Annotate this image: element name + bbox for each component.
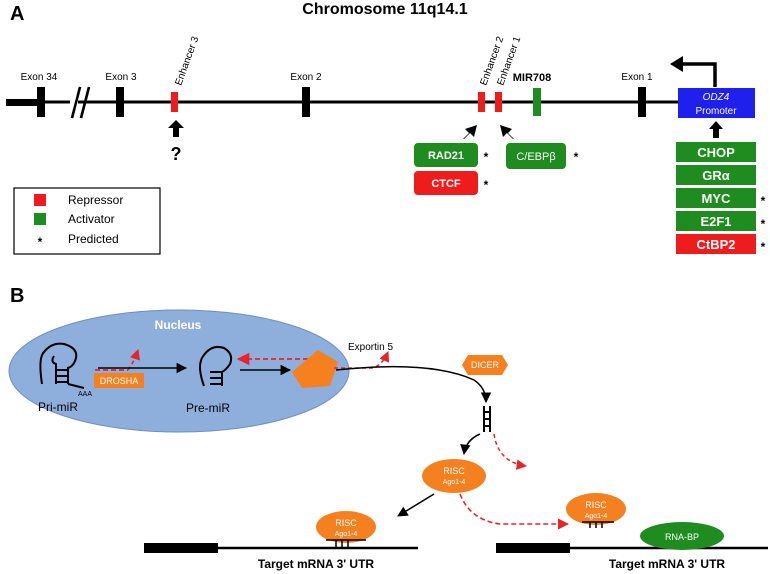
promoter-gene-label: ODZ4 bbox=[703, 92, 730, 103]
nucleus-label: Nucleus bbox=[155, 318, 202, 332]
risc-center-label: RISC bbox=[443, 466, 465, 476]
enhancer-2-arrow bbox=[463, 125, 477, 139]
factor-cebpb-star: * bbox=[574, 150, 579, 164]
legend: Repressor Activator * Predicted bbox=[13, 187, 161, 255]
risc-to-left-target-arrow bbox=[397, 493, 435, 517]
exon-2-block bbox=[302, 87, 310, 117]
risc-left-ago: Ago1-4 bbox=[335, 531, 358, 538]
mirna-duplex bbox=[483, 406, 491, 432]
factor-chop: CHOP bbox=[676, 142, 756, 162]
factor-cebpb-label: C/EBPβ bbox=[516, 151, 555, 163]
factor-ctbp2-star: * bbox=[761, 240, 766, 254]
legend-activator-swatch bbox=[34, 213, 46, 225]
enhancer-1-block bbox=[495, 92, 502, 112]
enhancer-3-block bbox=[171, 92, 178, 112]
exportin-5 bbox=[292, 350, 338, 388]
risc-center-ago: Ago1-4 bbox=[443, 479, 466, 486]
exon-34-label: Exon 34 bbox=[21, 72, 58, 83]
exon-3-label: Exon 3 bbox=[105, 72, 137, 83]
rna-bp bbox=[640, 522, 724, 550]
exportin-label: Exportin 5 bbox=[348, 342, 393, 353]
pre-mir-label: Pre-miR bbox=[186, 401, 230, 415]
exon-2-label: Exon 2 bbox=[290, 72, 322, 83]
exon-3-block bbox=[116, 87, 124, 117]
mir708-block bbox=[533, 88, 541, 116]
legend-predicted-label: Predicted bbox=[68, 232, 119, 246]
panel-b-label: B bbox=[10, 285, 24, 307]
risc-to-right-target-dashed bbox=[459, 493, 570, 530]
pri-mir-label: Pri-miR bbox=[38, 400, 78, 414]
factor-myc-star: * bbox=[761, 194, 766, 208]
exon-34-block bbox=[37, 87, 45, 117]
factor-gra-label: GRα bbox=[702, 168, 730, 183]
factor-cebpb: C/EBPβ * bbox=[506, 143, 579, 169]
factor-e2f1-star: * bbox=[761, 217, 766, 231]
factor-rad21-star: * bbox=[484, 150, 489, 164]
aaa-label: AAA bbox=[78, 391, 92, 398]
right-target-label: Target mRNA 3' UTR bbox=[609, 557, 726, 571]
panel-a-label: A bbox=[10, 3, 24, 25]
enhancer-2-block bbox=[478, 92, 485, 112]
factor-ctcf: CTCF * bbox=[414, 171, 489, 195]
drosha bbox=[94, 373, 144, 388]
risc-right-label: RISC bbox=[585, 500, 607, 510]
pri-mir-hairpin bbox=[39, 342, 85, 389]
risc-left-label: RISC bbox=[335, 518, 357, 528]
factor-e2f1-label: E2F1 bbox=[700, 214, 731, 229]
enhancer-3-label: Enhancer 3 bbox=[173, 35, 201, 87]
mir708-label: MIR708 bbox=[513, 72, 552, 84]
risc-left-binding-ticks bbox=[326, 539, 366, 547]
risc-right-binding-ticks bbox=[582, 521, 614, 528]
exon-1-label: Exon 1 bbox=[621, 72, 653, 83]
factor-ctbp2-label: CtBP2 bbox=[696, 237, 735, 252]
legend-repressor-label: Repressor bbox=[68, 193, 123, 207]
unknown-question-mark: ? bbox=[171, 144, 182, 164]
legend-repressor-swatch bbox=[34, 194, 46, 206]
left-target-label: Target mRNA 3' UTR bbox=[258, 557, 375, 571]
duplex-to-risc-arrow bbox=[460, 433, 481, 456]
factor-ctcf-label: CTCF bbox=[431, 178, 461, 190]
factor-ctcf-star: * bbox=[484, 178, 489, 192]
factor-ctbp2: CtBP2 * bbox=[676, 234, 766, 254]
left-target-mrna bbox=[144, 543, 418, 553]
right-target-mrna bbox=[496, 543, 768, 553]
rna-bp-label: RNA-BP bbox=[665, 532, 699, 542]
dicer bbox=[462, 355, 508, 375]
risc-left bbox=[316, 511, 376, 543]
dicer-label: DICER bbox=[471, 360, 500, 370]
export-to-dicer-arrow bbox=[335, 365, 492, 404]
duplex-dashed-arrow bbox=[493, 433, 528, 470]
factor-rad21-label: RAD21 bbox=[428, 150, 464, 162]
factor-gra: GRα bbox=[676, 165, 756, 185]
tss-arrow bbox=[680, 62, 717, 87]
factor-myc-label: MYC bbox=[702, 191, 732, 206]
exportin-dashed-arrow bbox=[334, 351, 390, 369]
enhancer-1-arrow bbox=[500, 125, 514, 139]
legend-predicted-symbol: * bbox=[38, 235, 43, 249]
legend-activator-label: Activator bbox=[68, 212, 115, 226]
factor-chop-label: CHOP bbox=[697, 145, 735, 160]
chromosome-title: Chromosome 11q14.1 bbox=[302, 1, 468, 18]
factor-myc: MYC * bbox=[676, 188, 766, 208]
risc-right-ago: Ago1-4 bbox=[585, 513, 608, 520]
exon-1-block bbox=[638, 87, 646, 117]
risc-center bbox=[422, 459, 486, 493]
promoter-arrow bbox=[709, 121, 723, 138]
drosha-label: DROSHA bbox=[100, 376, 139, 386]
factor-e2f1: E2F1 * bbox=[676, 211, 766, 231]
enhancer-3-arrow bbox=[168, 120, 184, 137]
promoter-box bbox=[678, 88, 755, 118]
promoter-label: Promoter bbox=[695, 106, 737, 117]
factor-rad21: RAD21 * bbox=[414, 143, 489, 167]
chromosome-line bbox=[6, 86, 690, 119]
risc-right bbox=[566, 493, 626, 525]
tss-arrow-head bbox=[670, 56, 683, 72]
pre-mir-hairpin bbox=[199, 345, 233, 387]
